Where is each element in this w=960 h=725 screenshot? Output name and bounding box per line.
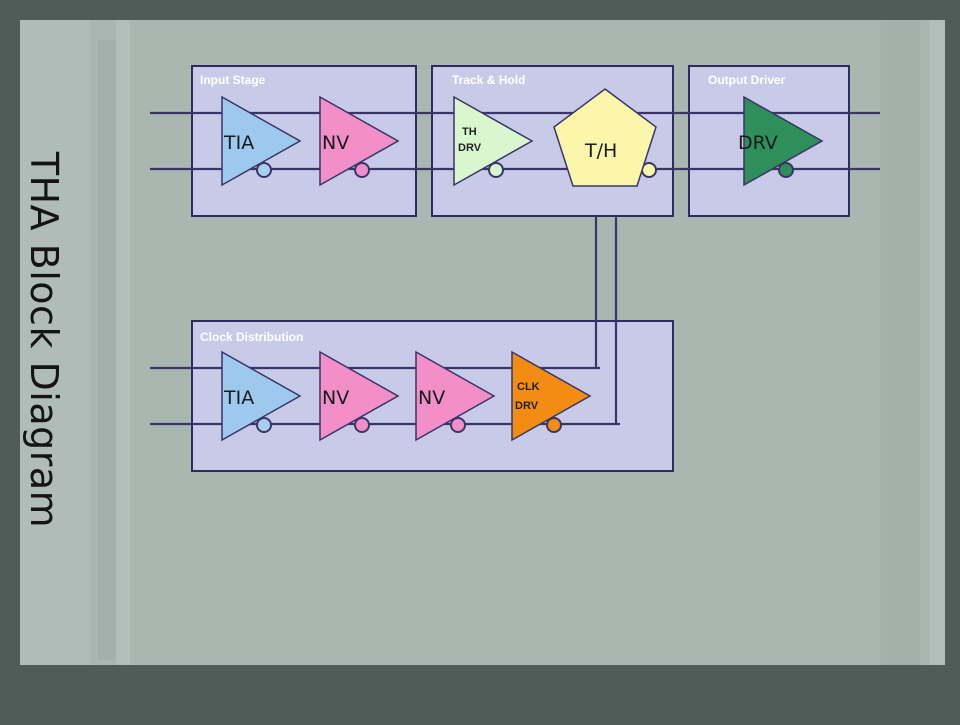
label-input-stage: Input Stage: [200, 73, 266, 87]
label-clock-distribution: Clock Distribution: [200, 330, 303, 344]
input-nv-bubble: [354, 162, 370, 178]
output-drv-bubble: [778, 162, 794, 178]
label-output-driver: Output Driver: [708, 73, 786, 87]
clock-nv1-label: NV: [322, 387, 349, 409]
clk-drv-label-line1: CLK: [517, 381, 540, 393]
th-drv-label-line2: DRV: [458, 142, 482, 154]
clock-nv2-bubble: [450, 417, 466, 433]
label-track-hold: Track & Hold: [452, 73, 525, 87]
clk-drv-bubble: [546, 417, 562, 433]
clock-nv2-label: NV: [418, 387, 445, 409]
slide-title: THA Block Diagram: [22, 151, 66, 529]
input-tia-label: TIA: [223, 132, 254, 154]
th-drv-bubble: [488, 162, 504, 178]
clock-tia-label: TIA: [223, 387, 254, 409]
input-tia-bubble: [256, 162, 272, 178]
clk-drv-label-line2: DRV: [515, 400, 539, 412]
th-drv-label-line1: TH: [462, 126, 477, 138]
track-hold-block: [553, 88, 657, 187]
output-drv-label: DRV: [738, 132, 778, 154]
input-nv-label: NV: [322, 132, 349, 154]
background-texture: [20, 20, 945, 665]
track-hold-label: T/H: [584, 140, 617, 162]
clock-tia-bubble: [256, 417, 272, 433]
clock-nv1-bubble: [354, 417, 370, 433]
